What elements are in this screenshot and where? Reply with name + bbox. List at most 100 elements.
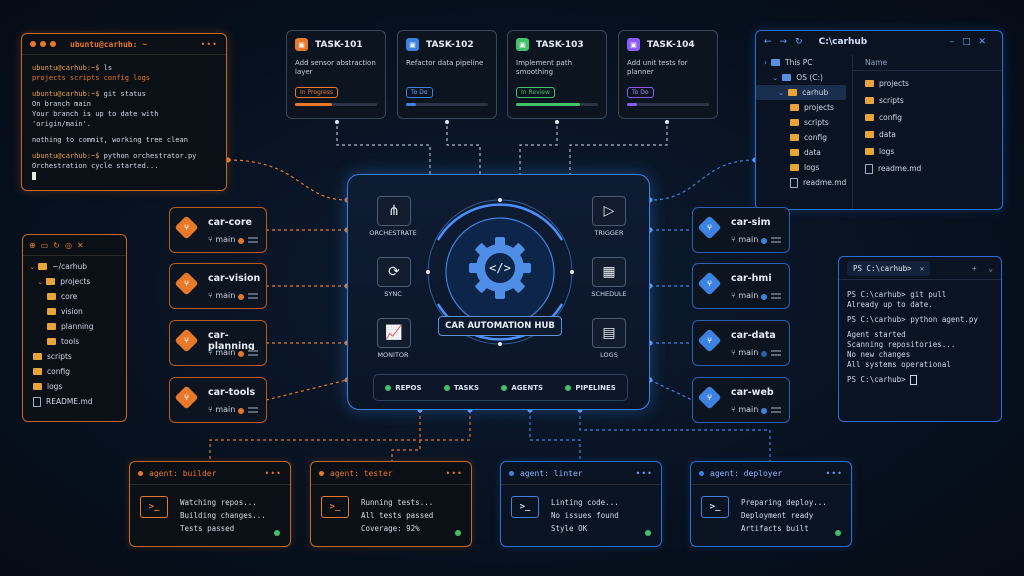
tree-item[interactable]: tools bbox=[23, 334, 126, 349]
file-explorer-window[interactable]: ← → ↻ C:\carhub –□✕ ›This PC ⌄OS (C:) ⌄c… bbox=[755, 30, 1003, 210]
more-icon[interactable]: ••• bbox=[200, 39, 218, 49]
powershell-tab[interactable]: PS C:\carhub>✕ bbox=[847, 260, 931, 276]
close-icon[interactable]: ✕ bbox=[76, 240, 89, 250]
file-tree-panel[interactable]: ⊕▭↻◎✕ ⌄~/carhub ⌄projects core vision pl… bbox=[22, 234, 127, 422]
tree-item-selected[interactable]: ⌄carhub bbox=[756, 85, 846, 100]
powershell-body[interactable]: PS C:\carhub> git pull Already up to dat… bbox=[839, 280, 1001, 395]
agent-card[interactable]: agent: linter••• >_ Linting code...No is… bbox=[500, 461, 662, 547]
folder-icon bbox=[790, 134, 799, 141]
status-dot bbox=[238, 351, 244, 357]
file-row[interactable]: scripts bbox=[853, 92, 1002, 109]
agent-card[interactable]: agent: deployer••• >_ Preparing deploy..… bbox=[690, 461, 852, 547]
branch-label: ⑂ main bbox=[208, 235, 236, 244]
ps-line: Agent started bbox=[847, 330, 906, 339]
repo-card[interactable]: ⑂ car-planning ⑂ main bbox=[169, 320, 267, 366]
tree-item[interactable]: logs bbox=[756, 160, 852, 175]
status-dot bbox=[761, 351, 767, 357]
new-folder-icon[interactable]: ▭ bbox=[40, 240, 54, 250]
sync-button[interactable]: ⟳ bbox=[377, 257, 411, 287]
tree-item[interactable]: ›This PC bbox=[764, 58, 813, 67]
window-controls[interactable]: –□✕ bbox=[949, 37, 994, 47]
terminal-body[interactable]: ubuntu@carhub:~$ ls projects scripts con… bbox=[22, 55, 226, 189]
agent-card[interactable]: agent: tester••• >_ Running tests...All … bbox=[310, 461, 472, 547]
task-card[interactable]: ▣TASK-104 Add unit tests for planner To … bbox=[618, 30, 718, 119]
tree-item[interactable]: README.md bbox=[23, 394, 126, 409]
task-card[interactable]: ▣TASK-102 Refactor data pipeline To Do bbox=[397, 30, 497, 119]
file-icon bbox=[790, 177, 798, 188]
file-row[interactable]: config bbox=[853, 109, 1002, 126]
file-row[interactable]: data bbox=[853, 126, 1002, 143]
menu-icon[interactable] bbox=[248, 293, 258, 295]
tree-item[interactable]: config bbox=[23, 364, 126, 379]
trigger-button[interactable]: ▷ bbox=[592, 196, 626, 226]
file-row[interactable]: projects bbox=[853, 75, 1002, 92]
menu-icon[interactable] bbox=[771, 350, 781, 352]
tree-item[interactable]: ⌄projects bbox=[37, 277, 91, 286]
orchestrate-button[interactable]: ⋔ bbox=[377, 196, 411, 226]
tree-item[interactable]: ⌄~/carhub bbox=[29, 262, 88, 271]
refresh-icon[interactable]: ↻ bbox=[795, 37, 803, 47]
tree-item[interactable]: planning bbox=[23, 319, 126, 334]
status-dot bbox=[699, 470, 704, 476]
repo-card[interactable]: ⑂ car-vision ⑂ main bbox=[169, 263, 267, 309]
repo-card[interactable]: ⑂ car-tools ⑂ main bbox=[169, 377, 267, 423]
tree-item[interactable]: config bbox=[756, 130, 852, 145]
repo-card[interactable]: ⑂ car-hmi ⑂ main bbox=[692, 263, 790, 309]
dropdown-icon[interactable]: ⌄ bbox=[988, 263, 993, 273]
folder-icon bbox=[790, 149, 799, 156]
tree-item[interactable]: logs bbox=[23, 379, 126, 394]
terminal-window[interactable]: ubuntu@carhub: ~ ••• ubuntu@carhub:~$ ls… bbox=[21, 33, 227, 191]
menu-icon[interactable] bbox=[771, 293, 781, 295]
powershell-window[interactable]: PS C:\carhub>✕ + ⌄ PS C:\carhub> git pul… bbox=[838, 256, 1002, 422]
tree-item[interactable]: scripts bbox=[23, 349, 126, 364]
tree-item[interactable]: core bbox=[23, 289, 126, 304]
window-dot-icon[interactable] bbox=[30, 41, 36, 47]
agent-card[interactable]: agent: builder••• >_ Watching repos...Bu… bbox=[129, 461, 291, 547]
tree-item[interactable]: vision bbox=[23, 304, 126, 319]
schedule-label: SCHEDULE bbox=[591, 290, 627, 298]
menu-icon[interactable] bbox=[771, 407, 781, 409]
tree-item[interactable]: projects bbox=[756, 100, 852, 115]
refresh-icon[interactable]: ↻ bbox=[53, 240, 65, 250]
collapse-icon[interactable]: ◎ bbox=[64, 240, 77, 250]
more-icon[interactable]: ••• bbox=[264, 468, 282, 478]
new-file-icon[interactable]: ⊕ bbox=[29, 240, 41, 250]
menu-icon[interactable] bbox=[248, 237, 258, 239]
menu-icon[interactable] bbox=[248, 407, 258, 409]
agent-log-line: Style OK bbox=[551, 524, 588, 533]
window-dot-icon[interactable] bbox=[50, 41, 56, 47]
status-dot bbox=[645, 530, 651, 536]
more-icon[interactable]: ••• bbox=[635, 468, 653, 478]
file-row[interactable]: logs bbox=[853, 143, 1002, 160]
more-icon[interactable]: ••• bbox=[825, 468, 843, 478]
task-card[interactable]: ▣TASK-103 Implement path smoothing In Re… bbox=[507, 30, 607, 119]
repo-card[interactable]: ⑂ car-sim ⑂ main bbox=[692, 207, 790, 253]
new-tab-icon[interactable]: + bbox=[971, 263, 977, 273]
status-dot bbox=[319, 470, 324, 476]
branch-icon: ⑂ bbox=[208, 348, 216, 357]
monitor-button[interactable]: 📈 bbox=[377, 318, 411, 348]
column-header-name[interactable]: Name bbox=[853, 55, 1002, 71]
schedule-button[interactable]: ▦ bbox=[592, 257, 626, 287]
menu-icon[interactable] bbox=[771, 237, 781, 239]
sync-label: SYNC bbox=[384, 290, 402, 298]
window-dot-icon[interactable] bbox=[40, 41, 46, 47]
more-icon[interactable]: ••• bbox=[445, 468, 463, 478]
tree-item[interactable]: data bbox=[756, 145, 852, 160]
back-arrow-icon[interactable]: ← bbox=[764, 37, 772, 47]
terminal-prompt: ubuntu@carhub:~$ bbox=[32, 90, 100, 98]
tree-item[interactable]: readme.md bbox=[756, 175, 852, 190]
address-bar[interactable]: C:\carhub bbox=[818, 37, 868, 47]
repo-card[interactable]: ⑂ car-data ⑂ main bbox=[692, 320, 790, 366]
close-tab-icon[interactable]: ✕ bbox=[919, 263, 925, 273]
logs-button[interactable]: ▤ bbox=[592, 318, 626, 348]
task-card[interactable]: ▣TASK-101 Add sensor abstraction layer I… bbox=[286, 30, 386, 119]
forward-arrow-icon[interactable]: → bbox=[779, 37, 788, 47]
repo-card[interactable]: ⑂ car-web ⑂ main bbox=[692, 377, 790, 423]
menu-icon[interactable] bbox=[248, 350, 258, 352]
repo-card[interactable]: ⑂ car-core ⑂ main bbox=[169, 207, 267, 253]
file-row[interactable]: readme.md bbox=[853, 160, 1002, 177]
tree-item[interactable]: ⌄OS (C:) bbox=[772, 73, 823, 82]
tree-item[interactable]: scripts bbox=[756, 115, 852, 130]
task-id: TASK-102 bbox=[426, 39, 474, 50]
